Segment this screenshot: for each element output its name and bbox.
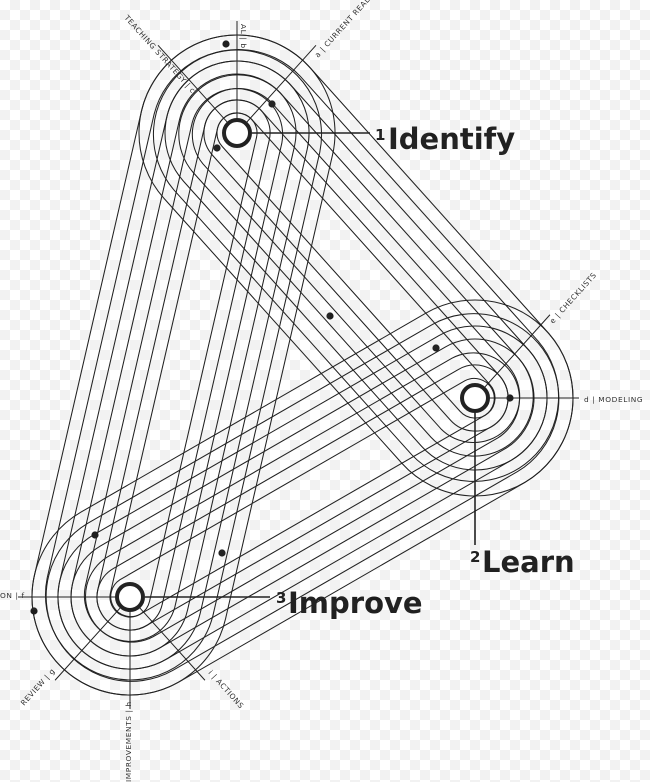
track-identify-learn-2 [191, 88, 521, 443]
spoke-label-d: d | MODELING [584, 395, 643, 404]
track-marker-4 [432, 344, 440, 352]
improve-number: 3 [276, 589, 286, 607]
track-markers [30, 40, 514, 615]
track-improve-learn-0 [110, 377, 495, 618]
spoke-label-e: e | CHECKLISTS [548, 270, 599, 325]
track-improve-learn-6 [31, 299, 574, 696]
track-improve-learn-1 [96, 364, 509, 631]
identify-label: Identify [388, 122, 515, 156]
track-improve-learn-2 [84, 352, 521, 643]
track-improve-learn-4 [57, 325, 548, 670]
track-marker-8 [30, 607, 38, 615]
spoke-lines [18, 21, 579, 709]
spoke-label-h: IMPROVEMENTS | h [124, 701, 133, 782]
track-marker-1 [268, 100, 276, 108]
track-improve-learn-3 [70, 338, 535, 657]
track-identify-improve-0 [109, 112, 258, 618]
identify-number: 1 [375, 126, 385, 144]
track-improve-learn-5 [45, 313, 560, 682]
track-marker-2 [213, 144, 221, 152]
learn-hub [460, 383, 490, 413]
identify-hub [222, 118, 252, 148]
spoke-label-f: ON | f [0, 591, 25, 600]
stage-hubs [115, 118, 490, 612]
spoke-label-g: REVIEW | g [19, 666, 57, 707]
learn-label: Learn [482, 545, 575, 579]
spoke-label-c: TEACHING STRATEGY | c [122, 13, 198, 96]
improve-label: Improve [288, 586, 423, 620]
spoke-g-line [54, 607, 122, 681]
track-identify-improve-2 [83, 88, 284, 642]
learn-number: 2 [470, 548, 480, 566]
cycle-tracks [31, 34, 574, 696]
track-marker-3 [326, 312, 334, 320]
spoke-label-b: AL | b [239, 24, 248, 49]
improve-hub [115, 582, 145, 612]
spoke-c-line [157, 44, 229, 123]
track-marker-0 [222, 40, 230, 48]
spoke-i-line [138, 607, 206, 681]
spoke-e-line [483, 314, 551, 388]
track-marker-6 [91, 531, 99, 539]
track-identify-learn-5 [152, 49, 560, 482]
track-marker-5 [506, 394, 514, 402]
track-identify-improve-4 [57, 60, 310, 670]
spoke-label-i: i | ACTIONS [207, 668, 246, 710]
spoke-label-a: a | CURRENT REALITY [313, 0, 381, 59]
leader-lines [145, 132, 476, 598]
track-marker-7 [218, 549, 226, 557]
spoke-a-line [245, 44, 317, 123]
